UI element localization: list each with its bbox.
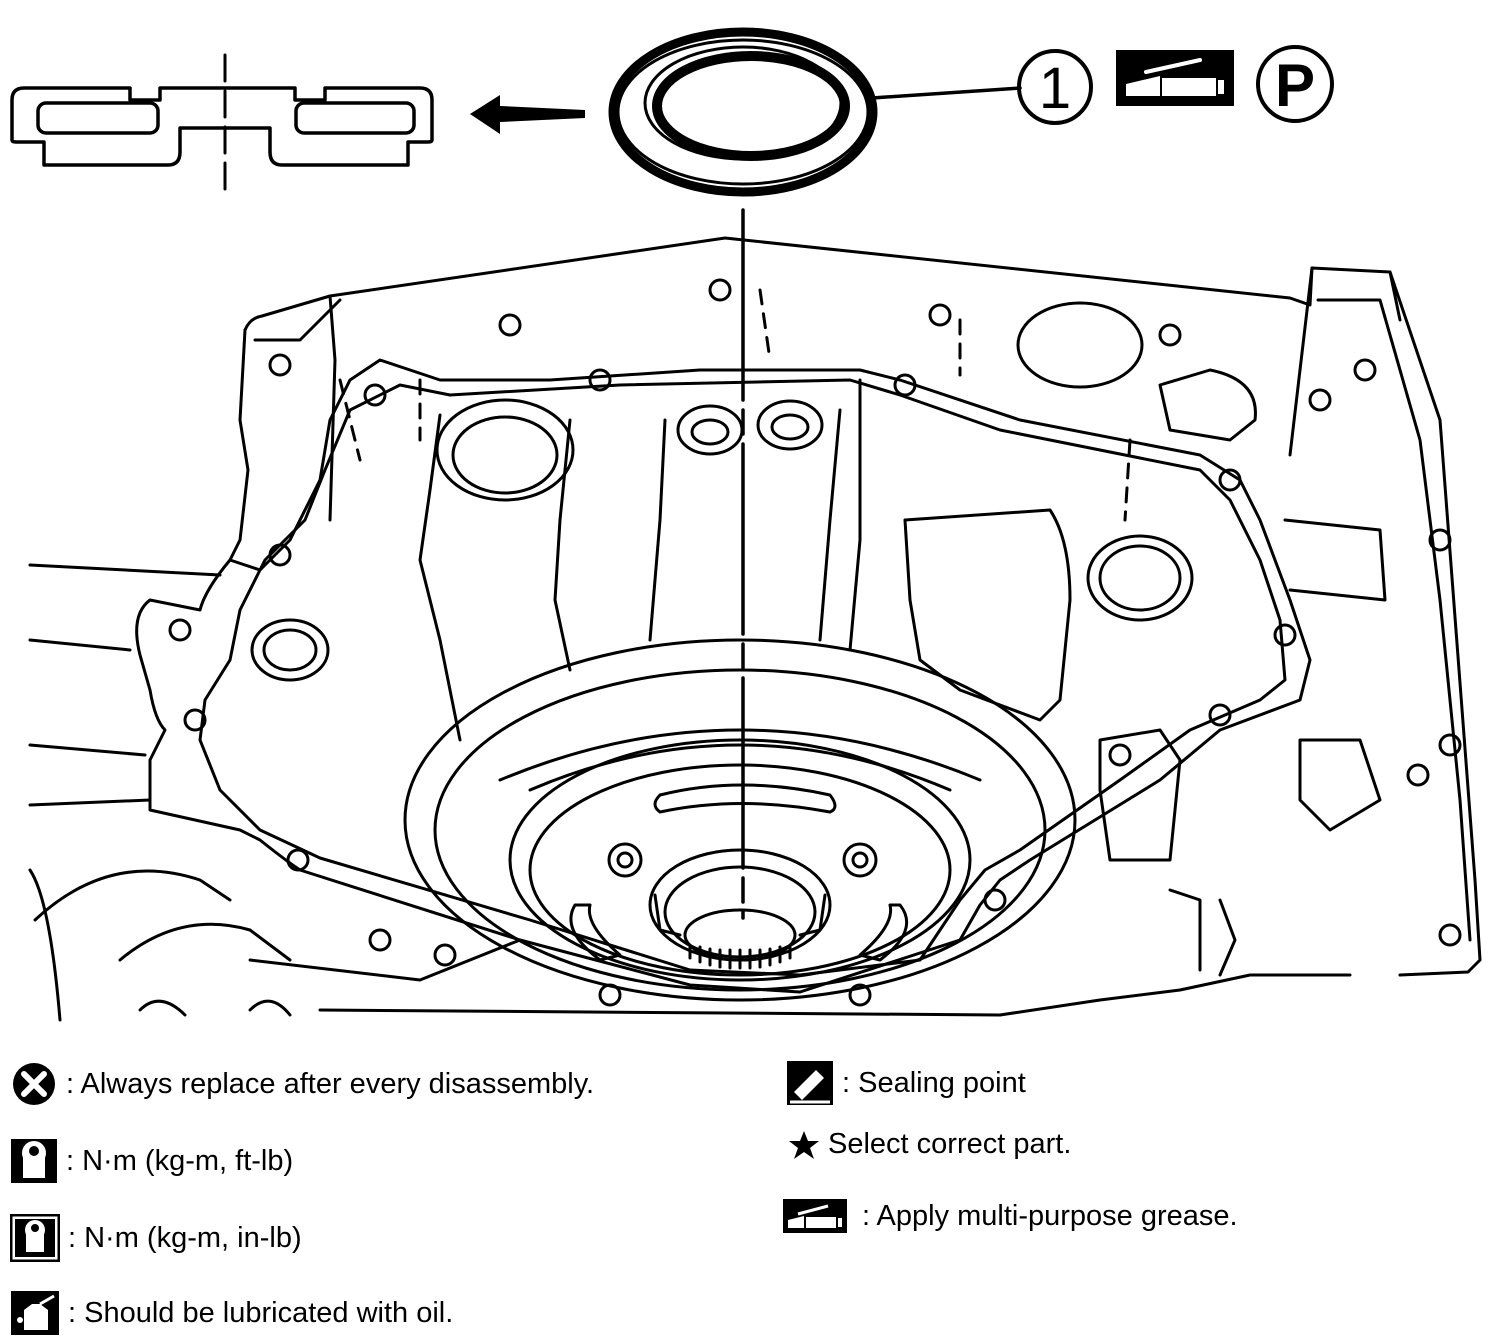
grease-gun-icon [1116,50,1234,106]
transaxle-case-diagram: 1 P [10,27,1482,1022]
grease-gun-icon [782,1198,848,1234]
transaxle-case [28,236,1482,1022]
legend-replace: : Always replace after every disassembly… [10,1062,594,1106]
legend-select-part-text: Select correct part. [828,1128,1072,1160]
legend-replace-text: : Always replace after every disassembly… [66,1067,595,1100]
parking-symbol-circle [1256,45,1334,123]
wrench-icon [10,1138,58,1184]
legend-lubricate-text: : Should be lubricated with oil. [68,1296,454,1329]
legend-torque-ftlb: : N·m (kg-m, ft-lb) [10,1138,293,1184]
direction-arrow [470,95,585,134]
legend-torque-inlb: : N·m (kg-m, in-lb) [9,1213,302,1263]
callout-number: 1 [1039,56,1071,121]
parking-symbol: P [1275,52,1315,119]
leader-line [870,86,1022,100]
sealant-tube-icon [786,1060,834,1106]
callout-number-circle [1017,49,1093,125]
legend-lubricate: : Should be lubricated with oil. [10,1290,453,1336]
legend-torque-ftlb-text: : N·m (kg-m, ft-lb) [66,1144,294,1177]
legend-grease: : Apply multi-purpose grease. [782,1198,1238,1234]
star-icon [788,1129,820,1161]
legend-torque-inlb-text: : N·m (kg-m, in-lb) [68,1221,302,1254]
legend-grease-text: : Apply multi-purpose grease. [862,1199,1238,1232]
oil-seal-cross-section [10,53,434,192]
wrench-small-icon [9,1213,61,1263]
oil-seal-part-1 [608,27,878,197]
legend-select-part: Select correct part. [788,1128,1071,1161]
oil-can-icon [10,1290,60,1336]
legend-sealing: : Sealing point [786,1060,1026,1106]
x-circle-icon [10,1062,58,1106]
legend-sealing-text: : Sealing point [842,1066,1026,1099]
